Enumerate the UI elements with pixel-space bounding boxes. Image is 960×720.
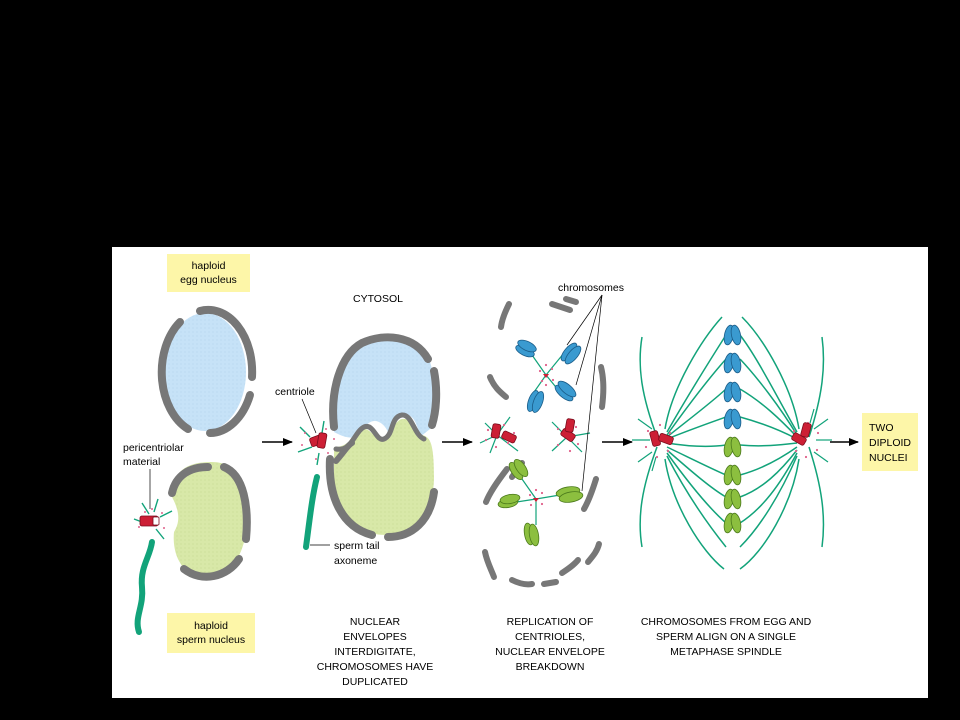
stage-2-sperm-nucleus [325,412,438,541]
stage-1-centriole [133,498,173,540]
svg-text:DUPLICATED: DUPLICATED [342,676,408,688]
svg-text:ENVELOPES: ENVELOPES [343,631,407,643]
svg-text:haploid: haploid [194,620,228,632]
fertilization-diagram: haploid egg nucleus pericentriolar mater… [123,254,918,688]
stage-3-centriole-left [479,416,519,454]
label-sperm-tail-axoneme: sperm tail axoneme [310,540,380,567]
svg-text:SPERM ALIGN ON A SINGLE: SPERM ALIGN ON A SINGLE [656,631,796,643]
svg-text:pericentriolar: pericentriolar [123,442,184,454]
svg-text:METAPHASE SPINDLE: METAPHASE SPINDLE [670,646,782,658]
svg-text:NUCLEAR: NUCLEAR [350,616,401,628]
label-chromosomes: chromosomes [558,282,624,492]
svg-text:centriole: centriole [275,386,315,398]
svg-text:INTERDIGITATE,: INTERDIGITATE, [334,646,415,658]
svg-text:haploid: haploid [192,260,226,272]
stage-1-sperm-nucleus [168,462,251,581]
svg-text:BREAKDOWN: BREAKDOWN [516,661,585,673]
svg-text:NUCLEAR ENVELOPE: NUCLEAR ENVELOPE [495,646,605,658]
svg-text:axoneme: axoneme [334,555,377,567]
stage-2-egg-nucleus [329,333,441,438]
svg-text:TWO: TWO [869,422,894,434]
label-haploid-sperm: haploid sperm nucleus [167,613,255,653]
caption-stage-3: REPLICATION OF CENTRIOLES, NUCLEAR ENVEL… [495,616,605,673]
stage-1-egg-nucleus [157,305,257,437]
stage-2-sperm-tail [303,474,320,550]
svg-text:REPLICATION OF: REPLICATION OF [507,616,594,628]
stage-2-centriole [297,420,335,466]
stage-4-egg-chromosomes [723,324,742,430]
stage-4-spindle-fibers [639,316,825,570]
diagram-panel: haploid egg nucleus pericentriolar mater… [112,247,928,698]
label-centriole: centriole [275,386,317,434]
stage-4-astral-rays [632,408,832,472]
label-two-diploid-nuclei: TWO DIPLOID NUCLEI [862,413,918,471]
svg-text:egg nucleus: egg nucleus [180,274,237,286]
stage-3-egg-chromosomes [515,339,582,413]
caption-stage-4: CHROMOSOMES FROM EGG AND SPERM ALIGN ON … [641,616,812,658]
svg-text:CENTRIOLES,: CENTRIOLES, [515,631,585,643]
svg-text:sperm tail: sperm tail [334,540,380,552]
stage-3-centriole-right [551,418,591,453]
svg-text:DIPLOID: DIPLOID [869,437,911,449]
stage-4-centriole-left [644,423,674,459]
label-haploid-egg: haploid egg nucleus [167,254,250,292]
stage-3-sperm-chromosomes [497,459,584,547]
svg-text:CHROMOSOMES HAVE: CHROMOSOMES HAVE [317,661,433,673]
stage-3-envelope-fragments [482,296,607,588]
svg-text:CHROMOSOMES FROM EGG AND: CHROMOSOMES FROM EGG AND [641,616,812,628]
svg-text:material: material [123,456,160,468]
svg-text:sperm nucleus: sperm nucleus [177,634,245,646]
stage-1-sperm-tail [134,539,155,635]
svg-text:chromosomes: chromosomes [558,282,624,294]
label-cytosol: CYTOSOL [353,293,403,305]
stage-4-sperm-chromosomes [723,436,742,534]
caption-stage-2: NUCLEAR ENVELOPES INTERDIGITATE, CHROMOS… [317,616,433,688]
svg-text:NUCLEI: NUCLEI [869,452,908,464]
label-pericentriolar-material: pericentriolar material [123,442,184,509]
stage-4-centriole-right [791,421,820,459]
